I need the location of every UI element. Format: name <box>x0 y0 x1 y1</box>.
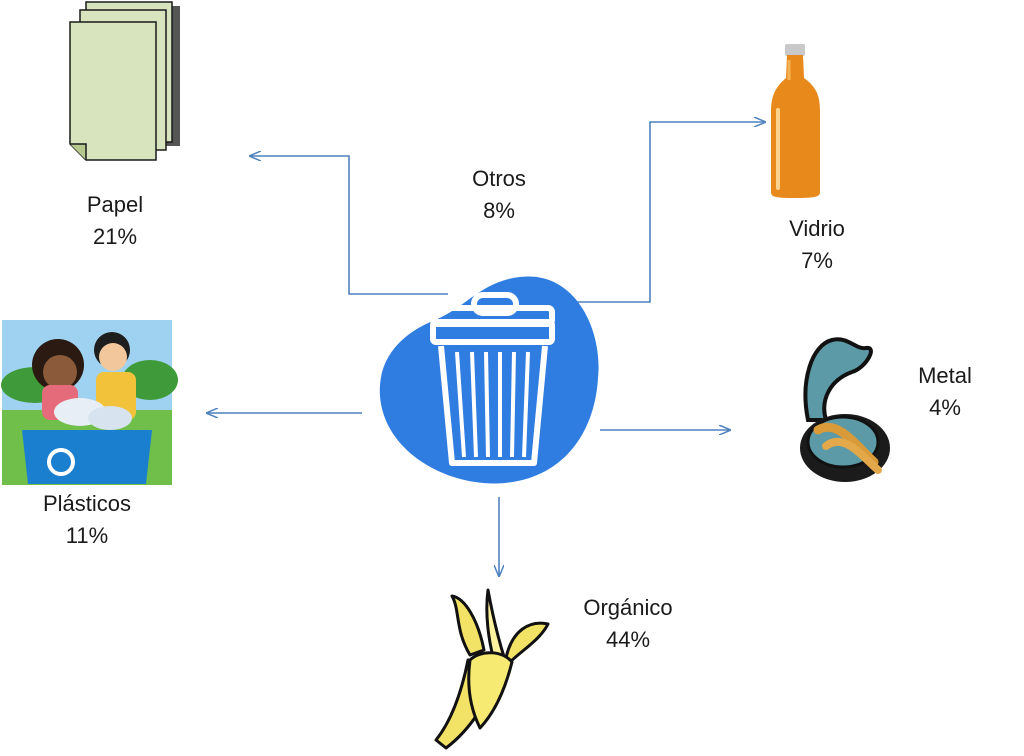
category-percent: 7% <box>801 248 833 273</box>
category-name: Metal <box>918 363 972 388</box>
recycling-kids-icon <box>1 320 178 485</box>
banana-peel-icon <box>434 588 550 750</box>
arrow-to-vidrio <box>560 122 765 303</box>
arrow-to-papel <box>250 156 448 295</box>
arrows <box>207 122 765 576</box>
category-percent: 21% <box>92 224 138 249</box>
label-vidrio: Vidrio 7% <box>762 213 872 277</box>
trash-can-icon <box>379 276 599 484</box>
label-papel: Papel 21% <box>60 189 170 253</box>
sardine-can-icon <box>800 337 890 482</box>
category-percent: 11% <box>65 523 109 548</box>
label-otros: Otros 8% <box>444 163 554 227</box>
category-name: Orgánico <box>583 595 673 620</box>
category-name: Vidrio <box>789 216 845 241</box>
category-percent: 8% <box>483 198 515 223</box>
label-organico: Orgánico 44% <box>563 592 693 656</box>
category-name: Papel <box>86 192 144 217</box>
category-name: Otros <box>472 166 526 191</box>
category-name: Plásticos <box>42 491 132 516</box>
category-percent: 4% <box>929 395 961 420</box>
label-plasticos: Plásticos 11% <box>27 488 147 552</box>
glass-bottle-icon <box>771 44 820 198</box>
category-percent: 44% <box>605 627 651 652</box>
label-metal: Metal 4% <box>890 360 1000 424</box>
paper-stack-icon <box>69 1 180 161</box>
